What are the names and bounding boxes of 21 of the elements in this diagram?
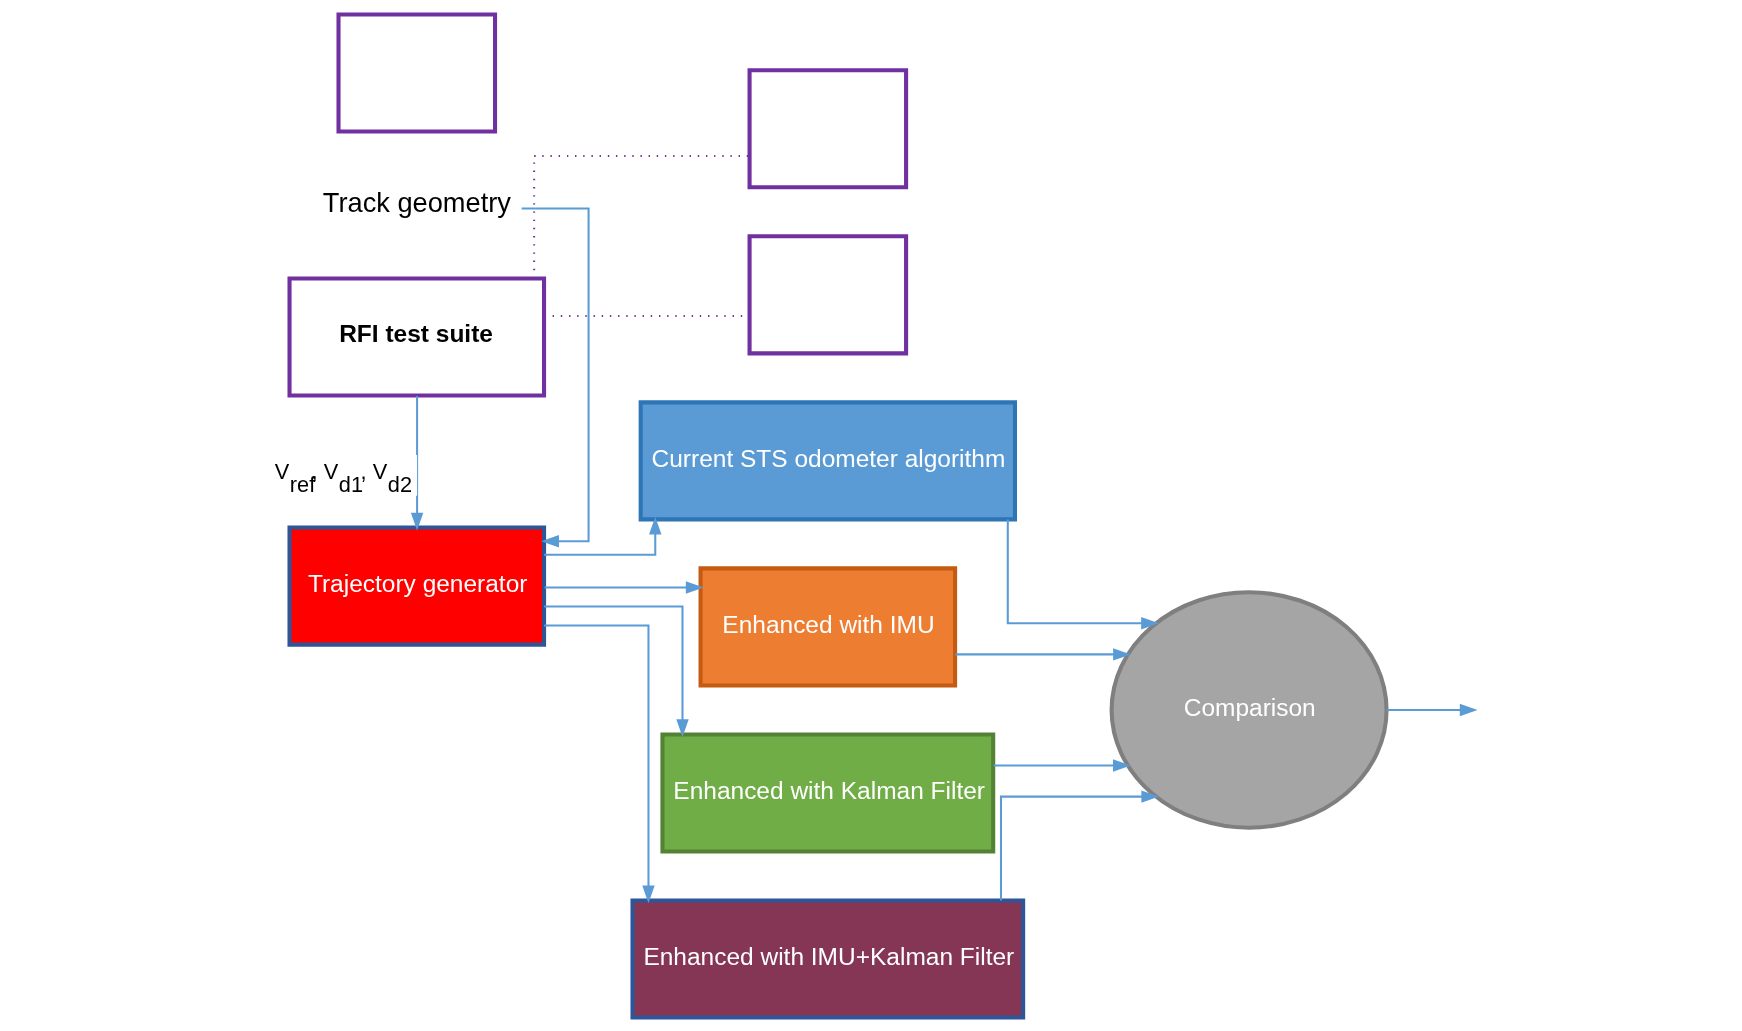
arrow: [1386, 703, 1478, 716]
node-box: [747, 67, 909, 189]
arrow: [544, 624, 655, 903]
node-box: [336, 11, 498, 134]
node-box: [747, 233, 909, 355]
node-box: Enhanced with IMU: [698, 565, 958, 687]
node-box: Trajectory generator: [287, 525, 547, 647]
node-box: Enhanced with Kalman Filter: [660, 731, 996, 854]
arrow: [521, 206, 590, 547]
arrow: [544, 605, 689, 737]
node-box: Enhanced with IMU+Kalman Filter: [630, 897, 1026, 1020]
arrow: [410, 395, 424, 531]
arrow: [999, 789, 1160, 900]
node-box: RFI test suite: [287, 275, 547, 398]
node-text: Track geometry: [322, 186, 511, 218]
node-box: Current STS odometer algorithm: [638, 399, 1017, 521]
arrow: [993, 758, 1131, 772]
arrow: [955, 647, 1131, 661]
arrow: [1006, 519, 1159, 629]
arrow: [544, 580, 704, 594]
arrow: [544, 516, 662, 556]
